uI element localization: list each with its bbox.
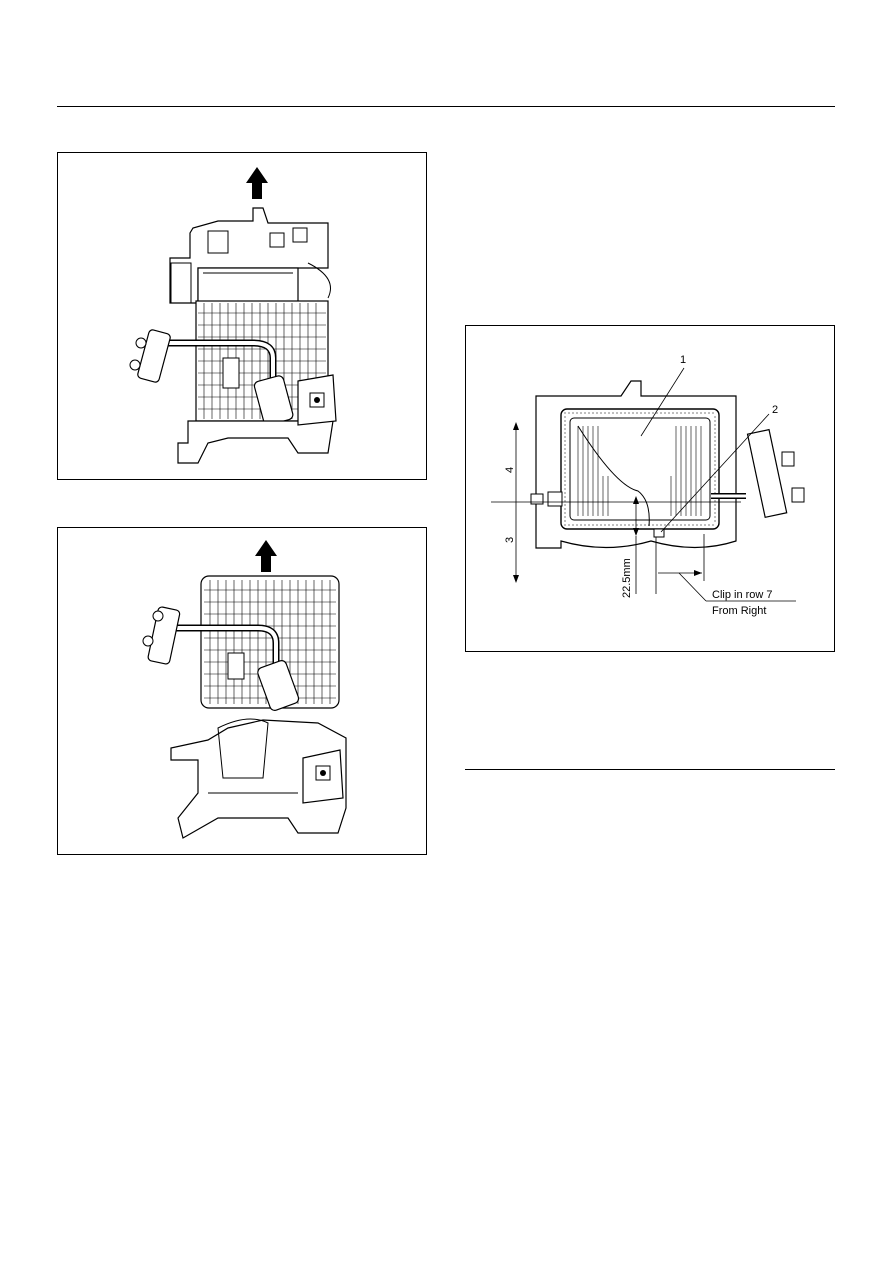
clip-note-line2: From Right (712, 605, 766, 617)
callout-1: 1 (680, 354, 686, 366)
figure-evaporator-case-assembled (57, 152, 427, 480)
clip-note-line1: Clip in row 7 (712, 589, 773, 601)
dimension-4-label: 4 (504, 467, 516, 473)
up-arrow-icon (255, 540, 277, 572)
callout-2: 2 (772, 404, 778, 416)
header-rule (57, 106, 835, 107)
figure-evaporator-core-removed (57, 527, 427, 855)
evaporator-core-removal-illustration (142, 540, 347, 839)
figure-clip-position-diagram: 1 2 4 3 22.5mm Clip in row 7 From Right (465, 325, 835, 652)
dimension-22-5mm-label: 22.5mm (621, 558, 633, 598)
clip-position-illustration: 1 2 4 3 22.5mm Clip in row 7 From Right (491, 354, 805, 617)
section-rule (465, 769, 835, 770)
up-arrow-icon (246, 167, 268, 199)
evaporator-case-illustration (129, 167, 337, 464)
dimension-3-label: 3 (504, 537, 516, 543)
